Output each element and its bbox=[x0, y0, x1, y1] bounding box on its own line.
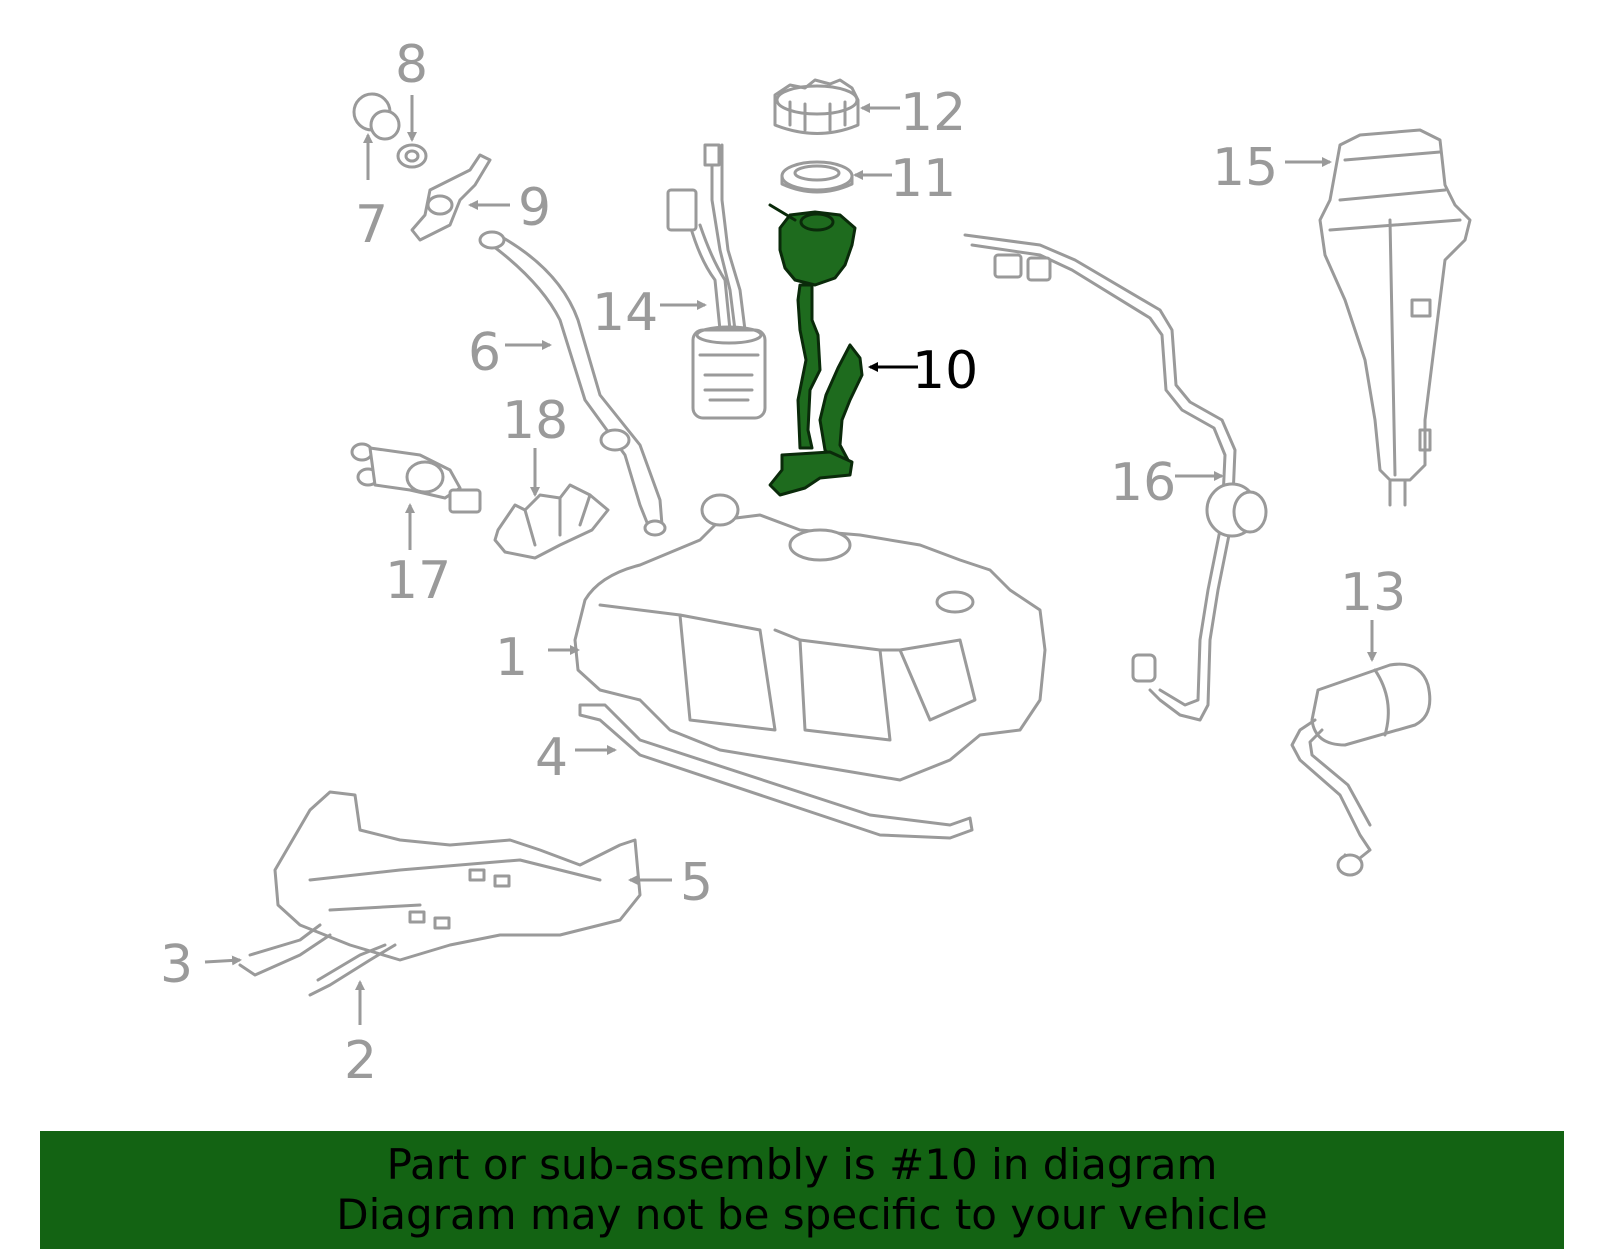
callout-label-5[interactable]: 5 bbox=[680, 853, 713, 913]
callout-arrows bbox=[204, 95, 1377, 1025]
callout-label-15[interactable]: 15 bbox=[1212, 138, 1278, 198]
part-12-lock-ring[interactable] bbox=[773, 78, 860, 135]
callout-label-10[interactable]: 10 bbox=[912, 341, 978, 401]
callout-label-11[interactable]: 11 bbox=[890, 149, 956, 209]
callout-label-2[interactable]: 2 bbox=[344, 1031, 377, 1091]
part-7-grommet[interactable] bbox=[352, 92, 401, 141]
part-13-fuel-filter[interactable] bbox=[1290, 662, 1432, 877]
callout-label-7[interactable]: 7 bbox=[355, 195, 388, 255]
part-4-tank-strap[interactable] bbox=[578, 703, 974, 840]
part-8-seal[interactable] bbox=[396, 143, 428, 169]
callout-label-3[interactable]: 3 bbox=[160, 935, 193, 995]
part-5-heat-shield[interactable] bbox=[273, 790, 642, 962]
callout-label-8[interactable]: 8 bbox=[395, 35, 428, 95]
callout-label-18[interactable]: 18 bbox=[502, 391, 568, 451]
part-17-purge-valve[interactable] bbox=[350, 442, 482, 514]
callout-label-1[interactable]: 1 bbox=[495, 628, 528, 688]
part-2-bracket[interactable] bbox=[308, 943, 397, 997]
part-10-fuel-sending-unit[interactable] bbox=[768, 203, 864, 497]
part-1-fuel-tank[interactable] bbox=[573, 493, 1047, 782]
callout-label-14[interactable]: 14 bbox=[592, 283, 658, 343]
callout-label-6[interactable]: 6 bbox=[468, 323, 501, 383]
part-3-bracket[interactable] bbox=[238, 923, 332, 977]
callout-label-16[interactable]: 16 bbox=[1110, 453, 1176, 513]
part-14-fuel-pump[interactable] bbox=[666, 143, 767, 420]
exploded-parts-diagram: 1 2 3 4 5 6 7 8 9 10 11 12 13 14 15 16 1… bbox=[160, 35, 1472, 1091]
part-15-charcoal-canister[interactable] bbox=[1318, 128, 1472, 507]
part-9-valve[interactable] bbox=[410, 153, 492, 242]
banner-line-disclaimer: Diagram may not be specific to your vehi… bbox=[336, 1190, 1268, 1239]
callout-label-12[interactable]: 12 bbox=[900, 83, 966, 143]
callout-label-9[interactable]: 9 bbox=[518, 178, 551, 238]
callout-label-4[interactable]: 4 bbox=[535, 728, 568, 788]
callout-label-17[interactable]: 17 bbox=[385, 551, 451, 611]
part-16-vent-line[interactable] bbox=[963, 233, 1268, 722]
part-6-filler-hose[interactable] bbox=[478, 230, 667, 537]
notice-banner: Part or sub-assembly is #10 in diagram D… bbox=[40, 1131, 1564, 1249]
callout-label-13[interactable]: 13 bbox=[1340, 563, 1406, 623]
part-11-seal-ring[interactable] bbox=[780, 160, 854, 194]
callout-labels: 1 2 3 4 5 6 7 8 9 10 11 12 13 14 15 16 1… bbox=[160, 35, 1406, 1091]
banner-line-part-number: Part or sub-assembly is #10 in diagram bbox=[386, 1140, 1218, 1189]
part-18-bracket[interactable] bbox=[493, 483, 610, 560]
